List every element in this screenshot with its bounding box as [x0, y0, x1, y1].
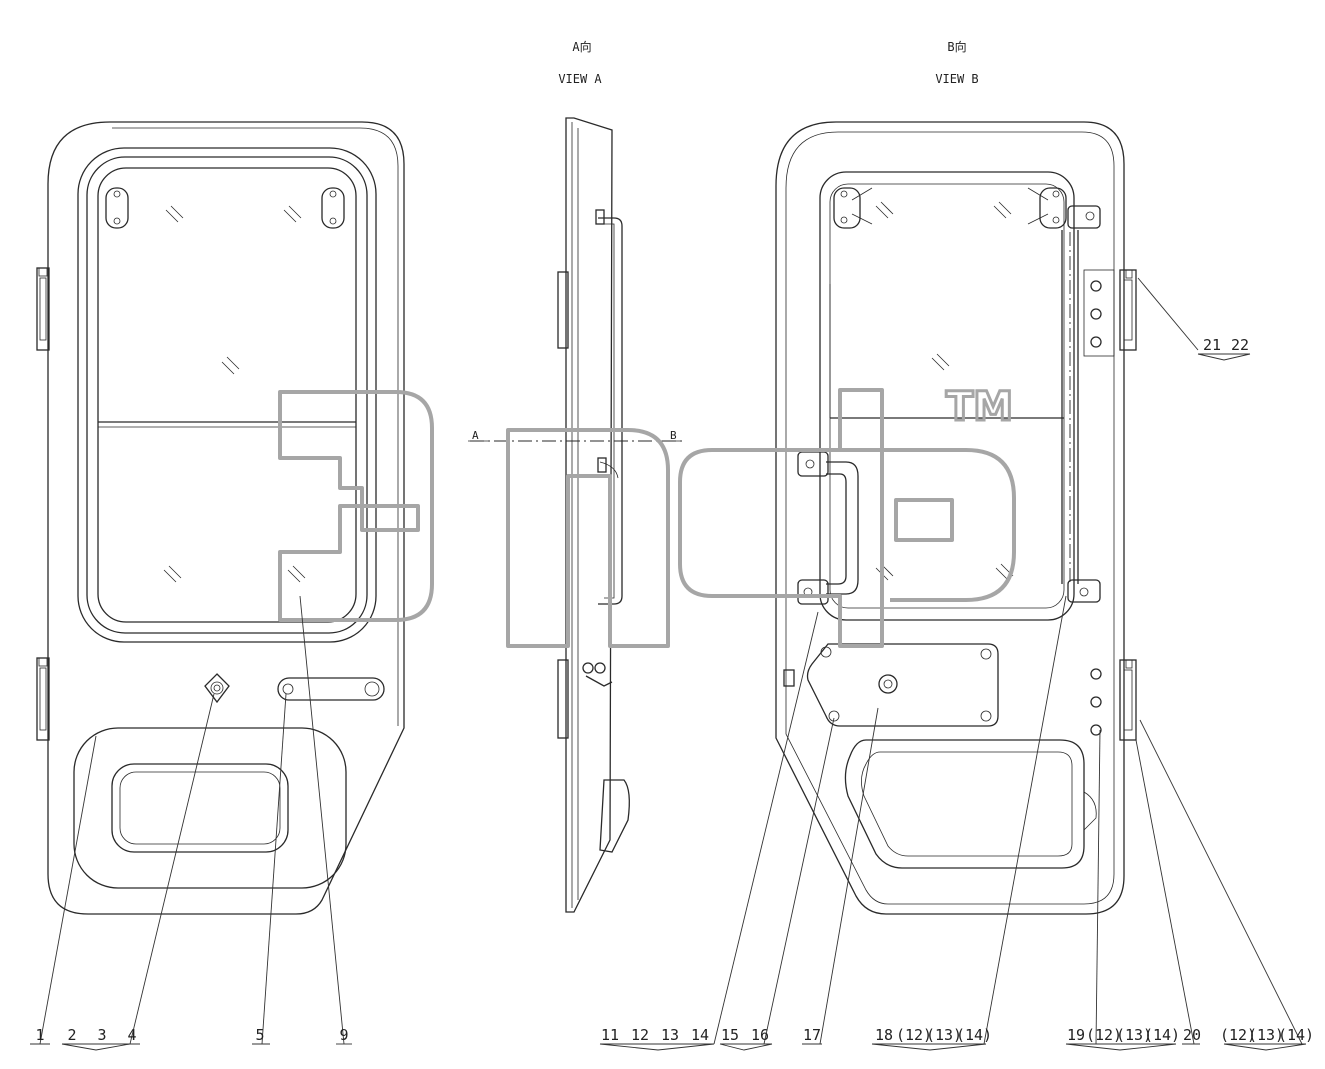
part-label-15: 15: [721, 1026, 739, 1044]
door-side-view: [468, 117, 682, 913]
part-label-2: 2: [67, 1026, 76, 1044]
part-labels: 1 2 3 4 5 9 11 12 13 14 15 16 17 18 (12)…: [35, 336, 1314, 1044]
glass-hatch-marks: [163, 205, 306, 583]
part-label-22: 22: [1231, 336, 1249, 354]
outer-handle: [277, 677, 385, 701]
watermark-trademark: TM: [946, 384, 1013, 430]
part-label-3: 3: [97, 1026, 106, 1044]
part-label-19-ref-12: (12): [1086, 1026, 1122, 1044]
side-knob: [594, 662, 606, 674]
lower-panel-recess-inner: [119, 771, 281, 845]
part-label-18-ref-12: (12): [896, 1026, 932, 1044]
latch-screw: [113, 217, 121, 225]
view-b-title-cn: B向: [947, 39, 966, 54]
hinge-upper: [36, 267, 50, 351]
window-frame-outer: [77, 147, 377, 643]
part-label-20-ref-13: (13): [1248, 1026, 1284, 1044]
part-label-12: 12: [631, 1026, 649, 1044]
small-block: [783, 669, 795, 687]
rear-door-outline: [775, 121, 1125, 915]
leader-lines: [30, 277, 1307, 1051]
window-latch-left: [105, 187, 129, 229]
part-label-18-ref-13: (13): [926, 1026, 962, 1044]
part-label-9: 9: [339, 1026, 348, 1044]
latch-cover-plate: [806, 643, 999, 727]
part-label-13: 13: [661, 1026, 679, 1044]
part-label-19-ref-13: (13): [1116, 1026, 1152, 1044]
side-bracket-top: [595, 209, 605, 225]
part-label-21: 21: [1203, 336, 1221, 354]
rear-latch-right: [1027, 187, 1067, 229]
part-label-4: 4: [127, 1026, 136, 1044]
latch-screw: [113, 190, 121, 198]
view-a-title-cn: A向: [572, 39, 591, 54]
door-inner-edge: [112, 127, 399, 726]
lower-panel-recess: [111, 763, 289, 853]
part-label-1: 1: [35, 1026, 44, 1044]
window-glass: [97, 167, 357, 623]
hinge-plate-upper: [1083, 269, 1137, 357]
part-label-5: 5: [255, 1026, 264, 1044]
part-label-19-ref-14: (14): [1144, 1026, 1180, 1044]
door-outline: [47, 121, 405, 915]
part-label-16: 16: [751, 1026, 769, 1044]
hinge-plate-lower: [1090, 659, 1137, 741]
lower-panel-outer: [73, 727, 347, 889]
latch-screw: [329, 190, 337, 198]
door-front-view: [36, 121, 405, 915]
side-curve: [599, 461, 619, 479]
latch-screw: [329, 217, 337, 225]
side-hinge-upper: [557, 271, 569, 349]
side-handle-rail: [598, 217, 623, 605]
window-frame-middle: [86, 156, 368, 634]
window-latch-right: [321, 187, 345, 229]
part-label-11: 11: [601, 1026, 619, 1044]
section-mark-b: B: [670, 429, 677, 442]
side-hinge-lower: [557, 659, 569, 739]
rear-latch-left: [833, 187, 873, 229]
part-label-19: 19: [1067, 1026, 1085, 1044]
view-a-title-en: VIEW A: [558, 72, 602, 86]
part-label-20-ref-14: (14): [1278, 1026, 1314, 1044]
rear-lower-pocket: [844, 739, 1097, 869]
part-label-17: 17: [803, 1026, 821, 1044]
view-b-title-en: VIEW B: [935, 72, 978, 86]
rear-door-inner-edge: [785, 131, 1115, 905]
section-mark-a: A: [472, 429, 479, 442]
side-profile-outer: [565, 117, 613, 913]
grab-handle-vertical: [1061, 205, 1101, 603]
part-label-20: 20: [1183, 1026, 1201, 1044]
part-label-20-ref-12: (12): [1220, 1026, 1256, 1044]
hinge-lower: [36, 657, 50, 741]
part-label-14: 14: [691, 1026, 709, 1044]
grab-handle-short: [797, 451, 859, 605]
watermark-logo: TM: [278, 383, 1016, 648]
side-bracket-mid: [597, 457, 607, 473]
part-label-18: 18: [875, 1026, 893, 1044]
door-rear-view: [775, 121, 1137, 915]
side-knob: [582, 662, 594, 674]
side-latch: [585, 675, 613, 687]
lock-cylinder: [204, 673, 230, 704]
rear-window-frame: [819, 171, 1075, 621]
side-bottom-pocket: [599, 779, 630, 853]
part-label-18-ref-14: (14): [956, 1026, 992, 1044]
